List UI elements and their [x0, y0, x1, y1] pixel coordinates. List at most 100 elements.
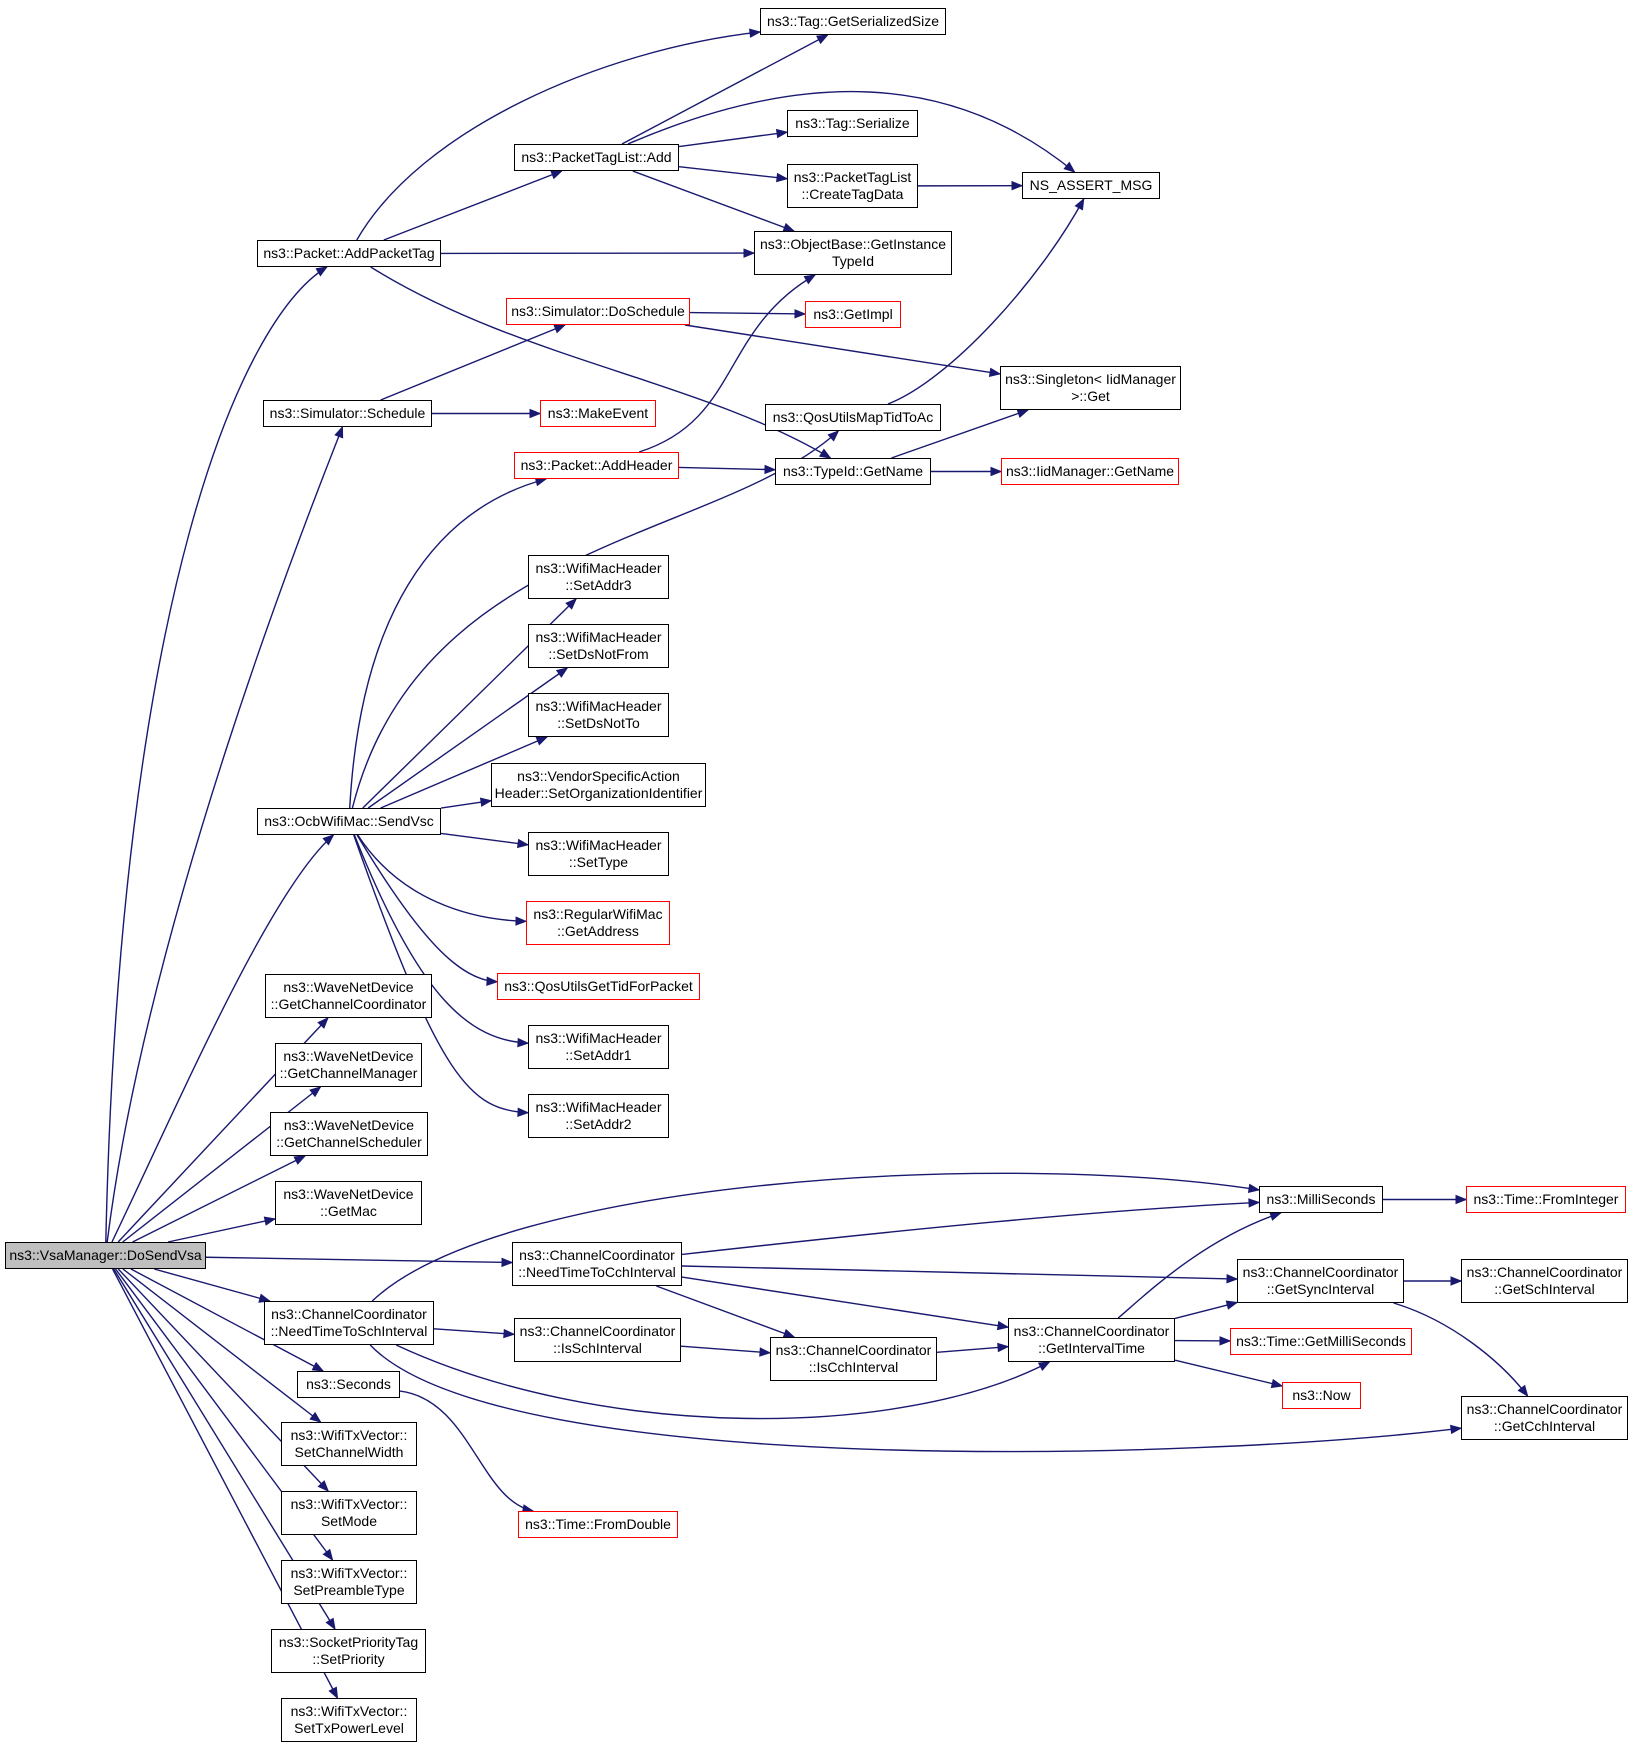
node-getChCoord[interactable]: ns3::WaveNetDevice ::GetChannelCoordinat…: [265, 974, 432, 1018]
arrowhead: [1225, 1300, 1239, 1310]
edge-needCch-to-getSyncInterval: [681, 1265, 1239, 1284]
arrowhead: [501, 1257, 514, 1268]
node-addHeader[interactable]: ns3::Packet::AddHeader: [514, 452, 679, 479]
node-setType[interactable]: ns3::WifiMacHeader ::SetType: [528, 832, 669, 876]
node-qosMap[interactable]: ns3::QosUtilsMapTidToAc: [765, 404, 941, 431]
node-needSch[interactable]: ns3::ChannelCoordinator ::NeedTimeToSchI…: [264, 1301, 434, 1345]
node-qosTid[interactable]: ns3::QosUtilsGetTidForPacket: [497, 973, 700, 1000]
node-needCch[interactable]: ns3::ChannelCoordinator ::NeedTimeToCchI…: [512, 1242, 682, 1286]
node-getChSched[interactable]: ns3::WaveNetDevice ::GetChannelScheduler: [270, 1112, 428, 1156]
node-getCchInterval[interactable]: ns3::ChannelCoordinator ::GetCchInterval: [1461, 1396, 1628, 1440]
node-createTagData[interactable]: ns3::PacketTagList ::CreateTagData: [787, 164, 918, 208]
node-makeEvent[interactable]: ns3::MakeEvent: [540, 400, 656, 427]
node-setDsNotFrom[interactable]: ns3::WifiMacHeader ::SetDsNotFrom: [528, 624, 669, 668]
edge-milliSeconds-to-fromInteger: [1383, 1194, 1468, 1205]
node-setAddr3[interactable]: ns3::WifiMacHeader ::SetAddr3: [528, 555, 669, 599]
edge-ptlAdd-to-createTagData: [678, 165, 789, 183]
arrowhead: [535, 736, 549, 746]
node-setAddr1[interactable]: ns3::WifiMacHeader ::SetAddr1: [528, 1025, 669, 1069]
node-setPriority[interactable]: ns3::SocketPriorityTag ::SetPriority: [271, 1629, 426, 1673]
arrowhead: [1517, 1384, 1529, 1398]
node-doSchedule[interactable]: ns3::Simulator::DoSchedule: [506, 298, 690, 325]
arrowhead: [749, 28, 762, 38]
node-setOrgId[interactable]: ns3::VendorSpecificAction Header::SetOrg…: [491, 763, 706, 807]
arrowhead: [515, 916, 528, 926]
node-label: ns3::WifiMacHeader ::SetType: [535, 837, 662, 870]
node-label: ns3::PacketTagList::Add: [521, 149, 672, 165]
node-label: ns3::ChannelCoordinator ::IsCchInterval: [775, 1342, 932, 1375]
node-setPreamble[interactable]: ns3::WifiTxVector:: SetPreambleType: [281, 1560, 417, 1604]
arrowhead: [1248, 1198, 1261, 1208]
node-label: ns3::ChannelCoordinator ::GetCchInterval: [1466, 1401, 1623, 1434]
node-now[interactable]: ns3::Now: [1282, 1382, 1361, 1409]
node-label: ns3::WifiTxVector:: SetTxPowerLevel: [290, 1703, 408, 1736]
node-label: ns3::ChannelCoordinator ::GetSchInterval: [1466, 1264, 1623, 1297]
node-tagSize[interactable]: ns3::Tag::GetSerializedSize: [760, 8, 946, 35]
arrowhead: [803, 274, 817, 285]
arrowhead: [311, 1361, 325, 1372]
edge-needCch-to-getIntervalTime: [681, 1276, 1010, 1331]
node-schedule[interactable]: ns3::Simulator::Schedule: [263, 400, 432, 427]
node-fromDouble[interactable]: ns3::Time::FromDouble: [518, 1511, 678, 1538]
node-typeIdName[interactable]: ns3::TypeId::GetName: [775, 458, 931, 485]
node-addPacketTag[interactable]: ns3::Packet::AddPacketTag: [257, 240, 441, 267]
arrowhead: [1450, 1276, 1463, 1286]
arrowhead: [997, 1342, 1010, 1353]
arrowhead: [516, 838, 530, 849]
node-label: ns3::WifiTxVector:: SetChannelWidth: [290, 1427, 408, 1460]
node-fromInteger[interactable]: ns3::Time::FromInteger: [1466, 1186, 1626, 1213]
node-label: ns3::WifiMacHeader ::SetDsNotTo: [535, 698, 662, 731]
node-milliSeconds[interactable]: ns3::MilliSeconds: [1259, 1186, 1383, 1213]
arrowhead: [309, 1411, 322, 1423]
node-label: ns3::ChannelCoordinator ::IsSchInterval: [519, 1323, 676, 1356]
node-singletonGet[interactable]: ns3::Singleton< IidManager >::Get: [1000, 366, 1181, 410]
node-label: ns3::ChannelCoordinator ::GetIntervalTim…: [1013, 1323, 1170, 1356]
node-label: ns3::ObjectBase::GetInstance TypeId: [760, 236, 946, 269]
node-label: NS_ASSERT_MSG: [1029, 177, 1153, 193]
node-isSch[interactable]: ns3::ChannelCoordinator ::IsSchInterval: [514, 1318, 681, 1362]
node-getInstTypeId[interactable]: ns3::ObjectBase::GetInstance TypeId: [754, 231, 952, 275]
node-getIntervalTime[interactable]: ns3::ChannelCoordinator ::GetIntervalTim…: [1008, 1318, 1175, 1362]
arrowhead: [317, 1480, 330, 1492]
node-setMode[interactable]: ns3::WifiTxVector:: SetMode: [281, 1491, 417, 1535]
arrowhead: [1247, 1183, 1261, 1194]
node-setDsNotTo[interactable]: ns3::WifiMacHeader ::SetDsNotTo: [528, 693, 669, 737]
node-root[interactable]: ns3::VsaManager::DoSendVsa: [5, 1242, 206, 1269]
node-nsAssert[interactable]: NS_ASSERT_MSG: [1022, 172, 1160, 199]
node-sendVsc[interactable]: ns3::OcbWifiMac::SendVsc: [257, 808, 441, 835]
node-seconds[interactable]: ns3::Seconds: [297, 1371, 400, 1398]
node-label: ns3::TypeId::GetName: [782, 463, 924, 479]
edge-schedule-to-makeEvent: [432, 408, 542, 419]
node-getMilliSeconds[interactable]: ns3::Time::GetMilliSeconds: [1230, 1328, 1412, 1355]
edge-sendVsc-to-addHeader: [349, 477, 548, 809]
node-getImpl[interactable]: ns3::GetImpl: [805, 301, 901, 328]
arrowhead: [1063, 161, 1076, 173]
node-setAddr2[interactable]: ns3::WifiMacHeader ::SetAddr2: [528, 1094, 669, 1138]
node-label: ns3::WifiTxVector:: SetMode: [290, 1496, 408, 1529]
edge-root-to-addPacketTag: [105, 266, 329, 1243]
node-label: ns3::SocketPriorityTag ::SetPriority: [278, 1634, 419, 1667]
arrowhead: [1074, 197, 1085, 211]
node-isCch[interactable]: ns3::ChannelCoordinator ::IsCchInterval: [770, 1337, 937, 1381]
node-iidGetName[interactable]: ns3::IidManager::GetName: [1001, 458, 1179, 485]
node-tagSerialize[interactable]: ns3::Tag::Serialize: [787, 110, 918, 137]
node-label: ns3::Packet::AddPacketTag: [263, 245, 435, 261]
node-label: ns3::GetImpl: [813, 306, 893, 322]
node-getChMgr[interactable]: ns3::WaveNetDevice ::GetChannelManager: [275, 1043, 422, 1087]
arrowhead: [328, 1686, 339, 1700]
node-setTxPower[interactable]: ns3::WifiTxVector:: SetTxPowerLevel: [281, 1698, 417, 1742]
node-getSyncInterval[interactable]: ns3::ChannelCoordinator ::GetSyncInterva…: [1237, 1259, 1404, 1303]
node-label: ns3::WifiMacHeader ::SetDsNotFrom: [535, 629, 662, 662]
edge-getIntervalTime-to-now: [1174, 1359, 1284, 1389]
arrowhead: [317, 1017, 329, 1029]
node-getMac[interactable]: ns3::WaveNetDevice ::GetMac: [275, 1181, 422, 1225]
node-getAddress[interactable]: ns3::RegularWifiMac ::GetAddress: [526, 901, 670, 945]
arrowhead: [479, 797, 493, 807]
edge-sendVsc-to-setAddr2: [353, 834, 530, 1117]
node-getSchInterval[interactable]: ns3::ChannelCoordinator ::GetSchInterval: [1461, 1259, 1628, 1303]
edge-sendVsc-to-setDsNotTo: [380, 736, 549, 809]
node-setChWidth[interactable]: ns3::WifiTxVector:: SetChannelWidth: [281, 1422, 417, 1466]
edge-isCch-to-getIntervalTime: [936, 1342, 1010, 1354]
node-ptlAdd[interactable]: ns3::PacketTagList::Add: [514, 144, 679, 171]
